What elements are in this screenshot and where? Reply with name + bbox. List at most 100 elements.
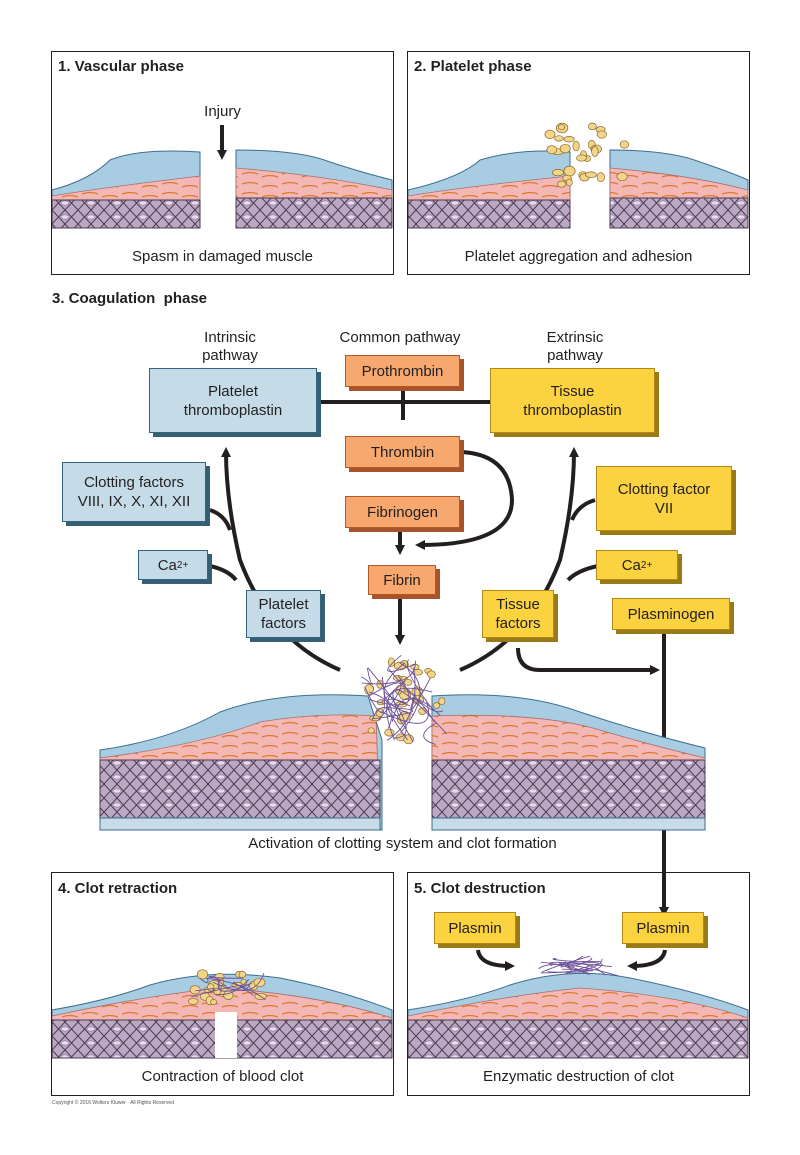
fibrin-strand [367,667,407,739]
platelet [196,969,208,980]
fibrin-strand [369,682,402,721]
platelet [585,171,597,179]
platelet [572,140,580,152]
central-vessel [99,694,706,831]
plasminogen-box: Plasminogen [612,598,730,630]
fibrin-strand [410,677,431,711]
fibrin-strand [191,984,250,998]
platelet [438,697,446,706]
fibrin-strand [366,667,374,686]
plasmin-right-box: Plasmin [622,912,704,944]
clot-retraction-title: 4. Clot retraction [58,880,178,897]
platelet-tissue [407,149,749,229]
platelet-cluster [544,122,630,188]
thrombin-box: Thrombin [345,436,460,468]
clotting-factor-vii-box: Clotting factor VII [596,466,732,531]
fibrin-strand [369,674,410,706]
platelet [387,657,395,667]
platelet [546,145,558,155]
clot-destruction-title: 5. Clot destruction [414,880,546,897]
plasmin-left-box: Plasmin [434,912,516,944]
fibrin-strand [560,955,584,968]
fibrin-strand [423,722,437,745]
fibrin-strand [558,962,590,974]
tissue-factors-box: Tissue factors [482,590,554,638]
fibrin-strand [208,975,244,979]
clot-retraction-panel [51,872,394,1096]
platelet [544,129,556,139]
platelet [210,999,217,1005]
platelet [619,140,630,149]
clotting-factors-intrinsic-box: Clotting factors VIII, IX, X, XI, XII [62,462,206,522]
platelet-caption: Platelet aggregation and adhesion [464,248,693,265]
calcium-charge: 2+ [176,559,189,571]
destruction-tissue [407,972,749,1059]
vascular-phase-panel [51,51,394,275]
retraction-tissue [51,973,393,1059]
platelet-phase-panel [407,51,750,275]
fibrin-strand [566,961,601,975]
fibrinogen-box: Fibrinogen [345,496,460,528]
platelet [616,172,628,182]
fibrin-strand [541,955,591,973]
extrinsic-pathway-label: Extrinsic pathway [546,329,604,364]
fibrin-strand [407,659,434,711]
fibrin-strand [561,968,594,972]
platelet-thromboplastin-box: Platelet thromboplastin [149,368,317,433]
fibrin-strand [199,977,209,984]
fibrin-strand [552,958,599,964]
destruction-caption: Enzymatic destruction of clot [483,1068,674,1085]
fibrin-strand [386,667,416,741]
calcium-charge: 2+ [640,559,653,571]
platelet [556,180,567,188]
fibrin-strand [195,987,215,992]
prothrombin-box: Prothrombin [345,355,460,387]
calcium-label: Ca [621,556,641,574]
platelet [432,702,441,709]
platelet [565,178,573,187]
platelet [551,169,565,177]
common-pathway-label: Common pathway [339,329,461,346]
platelet-factors-box: Platelet factors [246,590,321,638]
fibrin-strand [381,680,406,703]
calcium-label: Ca [157,556,177,574]
platelet [418,707,427,715]
retracted-clot [188,969,267,1006]
vascular-phase-title: 1. Vascular phase [58,58,184,75]
fibrin-strand [364,676,385,713]
platelet [557,124,566,131]
platelet [188,997,199,1005]
fibrin-strand [540,958,603,974]
clot-destruction-panel [407,872,750,1096]
vascular-tissue [51,149,393,229]
tissue-thromboplastin-box: Tissue thromboplastin [490,368,655,433]
platelet [563,136,575,143]
platelet [554,135,564,142]
platelet [563,165,576,177]
platelet [596,130,607,139]
fibrin-strand [388,669,444,713]
platelet [591,146,599,157]
fibrin-strand [387,654,416,672]
copyright: Copyright © 2016 Wolters Kluwer · All Ri… [52,1100,174,1106]
platelet [367,727,375,734]
platelet [238,970,247,979]
fibrin-strand [215,979,250,996]
fibrin-strand [232,981,254,996]
platelet [596,172,605,183]
fibrin-strand [572,957,593,968]
intrinsic-pathway-label: Intrinsic pathway [202,329,258,364]
clotting-caption: Activation of clotting system and clot f… [248,835,557,852]
platelet-phase-title: 2. Platelet phase [414,58,532,75]
fibrin-strand [392,688,447,735]
fibrin-strand [217,980,252,992]
fibrin-strand [361,676,372,685]
platelet [427,670,436,679]
platelet [559,143,571,154]
vascular-caption: Spasm in damaged muscle [132,248,313,265]
platelet [403,678,413,686]
platelet [588,122,597,131]
